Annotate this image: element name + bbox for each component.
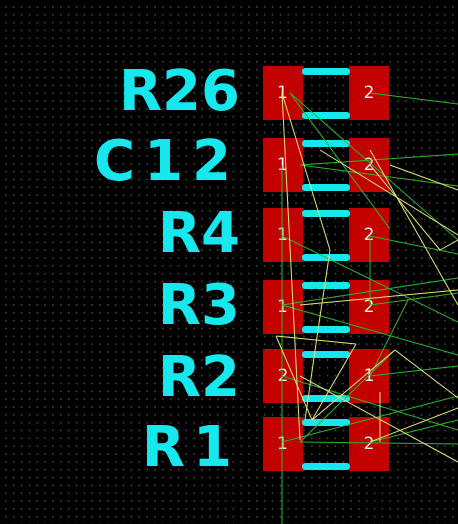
footprint-c12[interactable]: 1 2 bbox=[263, 138, 389, 192]
designator-r1[interactable]: R1 bbox=[141, 415, 240, 480]
pad-r4-left[interactable]: 1 bbox=[263, 208, 303, 262]
pad-number: 2 bbox=[363, 155, 375, 175]
footprint-r1[interactable]: 1 2 bbox=[263, 417, 389, 471]
footprint-r2[interactable]: 2 1 bbox=[263, 349, 389, 403]
pad-r1-right[interactable]: 2 bbox=[349, 417, 389, 471]
connection-line bbox=[394, 349, 458, 399]
pad-number: 1 bbox=[277, 225, 288, 245]
connection-line bbox=[389, 164, 458, 191]
pad-r3-left[interactable]: 1 bbox=[263, 280, 303, 334]
silkscreen-outline-top bbox=[302, 210, 350, 217]
silkscreen-outline-bottom bbox=[302, 326, 350, 333]
designator-r3[interactable]: R3 bbox=[157, 273, 240, 338]
silkscreen-outline-bottom bbox=[302, 463, 350, 470]
silkscreen-outline-bottom bbox=[302, 112, 350, 119]
pad-number: 1 bbox=[363, 366, 375, 386]
pad-number: 2 bbox=[363, 297, 375, 317]
pad-number: 2 bbox=[363, 434, 375, 454]
designator-c12[interactable]: C12 bbox=[93, 129, 240, 194]
pad-r26-left[interactable]: 1 bbox=[263, 66, 303, 120]
pad-r2-left[interactable]: 2 bbox=[263, 349, 303, 403]
pad-r2-right[interactable]: 1 bbox=[349, 349, 389, 403]
footprint-r4[interactable]: 1 2 bbox=[263, 208, 389, 262]
pad-number: 1 bbox=[277, 83, 288, 103]
pad-number: 1 bbox=[277, 297, 288, 317]
pad-number: 2 bbox=[363, 225, 375, 245]
designator-r4[interactable]: R4 bbox=[157, 201, 240, 266]
pad-number: 2 bbox=[277, 366, 289, 386]
silkscreen-outline-top bbox=[302, 140, 350, 147]
pad-c12-left[interactable]: 1 bbox=[263, 138, 303, 192]
pad-c12-right[interactable]: 2 bbox=[349, 138, 389, 192]
pad-r3-right[interactable]: 2 bbox=[349, 280, 389, 334]
silkscreen-outline-top bbox=[302, 68, 350, 75]
designator-r2[interactable]: R2 bbox=[157, 345, 240, 410]
connection-line bbox=[275, 335, 357, 345]
silkscreen-outline-top bbox=[302, 419, 350, 426]
pad-r4-right[interactable]: 2 bbox=[349, 208, 389, 262]
connection-line bbox=[439, 239, 458, 251]
footprint-r3[interactable]: 1 2 bbox=[263, 280, 389, 334]
silkscreen-outline-bottom bbox=[302, 184, 350, 191]
silkscreen-outline-top bbox=[302, 351, 350, 358]
pad-r1-left[interactable]: 1 bbox=[263, 417, 303, 471]
pad-number: 1 bbox=[277, 155, 288, 175]
silkscreen-outline-bottom bbox=[302, 395, 350, 402]
footprint-r26[interactable]: 1 2 bbox=[263, 66, 389, 120]
pad-r26-right[interactable]: 2 bbox=[349, 66, 389, 120]
silkscreen-outline-top bbox=[302, 282, 350, 289]
pad-number: 2 bbox=[363, 83, 375, 103]
pad-number: 1 bbox=[277, 434, 288, 454]
designator-r26[interactable]: R26 bbox=[118, 59, 240, 124]
silkscreen-outline-bottom bbox=[302, 254, 350, 261]
